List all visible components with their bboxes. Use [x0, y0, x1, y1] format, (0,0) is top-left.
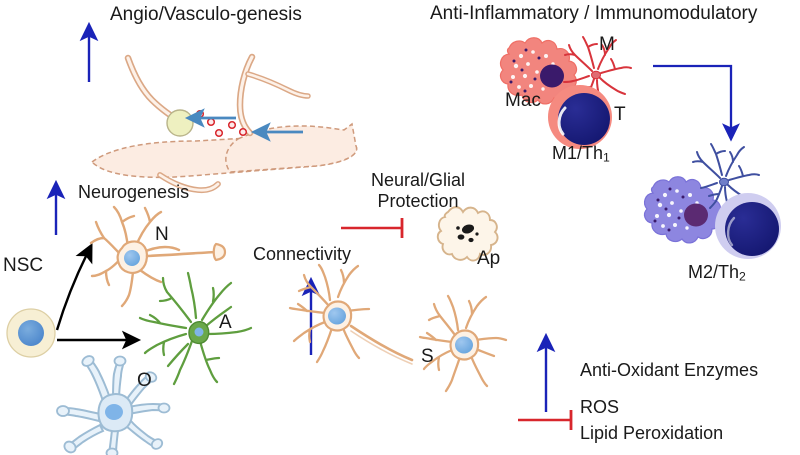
heading-neural-glial-protection: Neural/Glial Protection	[366, 170, 470, 212]
nsc-cell	[6, 308, 56, 358]
astrocyte-soma	[188, 321, 210, 345]
apoptosis-inhibit-bar	[341, 218, 404, 238]
label-microglia: M	[599, 34, 615, 55]
oligodendrocyte-o	[56, 355, 171, 455]
neural-glial-line2: Protection	[377, 191, 459, 212]
label-apoptotic: Ap	[477, 248, 501, 269]
apoptotic-cell	[436, 206, 499, 262]
nsc-to-neuron-arrow	[55, 242, 93, 331]
axon-connection	[349, 324, 414, 365]
heading-anti-oxidant-enzymes: Anti-Oxidant Enzymes	[580, 360, 759, 380]
heading-anti-inflammatory: Anti-Inflammatory / Immunomodulatory	[430, 3, 758, 24]
heading-connectivity: Connectivity	[253, 244, 352, 264]
m2-th2-subscript: 2	[739, 269, 746, 284]
neuron-n	[89, 205, 227, 308]
label-t-cell: T	[614, 104, 626, 125]
m2-microglia-cell	[692, 143, 760, 209]
synapse-neuron-left	[288, 263, 371, 364]
neural-glial-line1: Neural/Glial	[370, 170, 466, 190]
heading-angiogenesis: Angio/Vasculo-genesis	[110, 4, 302, 25]
ros-inhibit-bar	[518, 410, 573, 430]
m2-t-cell	[715, 193, 781, 259]
m1-th1-text: M1/Th	[552, 143, 604, 163]
label-neuron: N	[155, 224, 169, 245]
label-synapse: S	[421, 346, 434, 367]
m1-macrophage-cell	[499, 37, 578, 105]
heading-neurogenesis: Neurogenesis	[78, 182, 190, 202]
m1-th1-subscript: 1	[603, 150, 610, 165]
label-astrocyte: A	[219, 312, 232, 333]
m1-t-cell	[548, 85, 612, 149]
synapse-neuron-right	[418, 294, 508, 393]
label-m2-th2: M2/Th2	[688, 262, 746, 284]
heading-lipid-peroxidation: Lipid Peroxidation	[580, 423, 724, 443]
heading-ros: ROS	[580, 397, 620, 417]
label-nsc: NSC	[3, 255, 44, 276]
blood-vessel-illustration	[90, 53, 358, 194]
m2-macrophage-cell	[643, 176, 722, 244]
m1-microglia-cell	[563, 36, 632, 102]
label-macrophage: Mac	[505, 90, 541, 111]
m1-to-m2-arrow	[653, 64, 740, 142]
label-oligodendrocyte: O	[137, 370, 152, 391]
label-m1-th1: M1/Th1	[552, 143, 610, 165]
m2-th2-text: M2/Th	[688, 262, 740, 282]
